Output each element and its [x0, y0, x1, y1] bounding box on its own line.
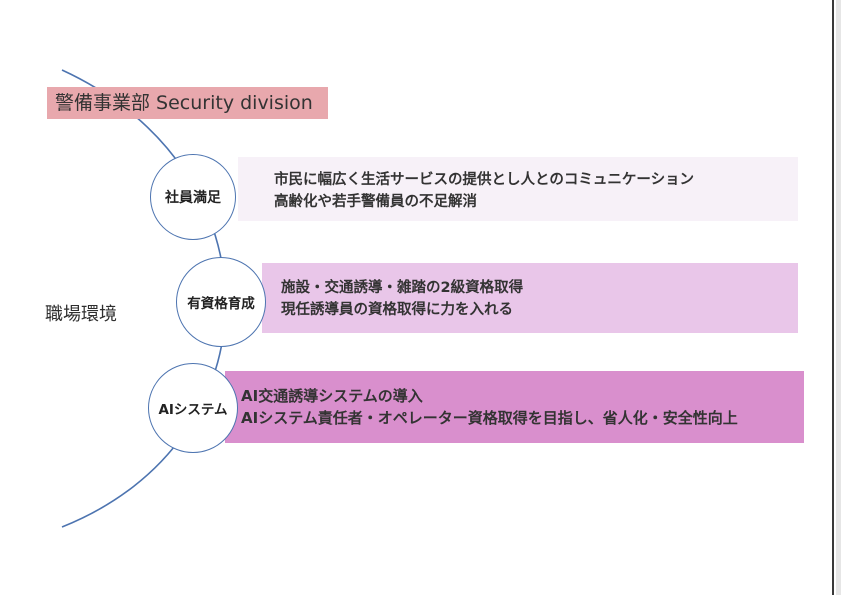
- node-qualification-training: 有資格育成: [176, 257, 266, 347]
- scan-edge-shade: [836, 0, 841, 595]
- item-band-2: 施設・交通誘導・雑踏の2級資格取得 現任誘導員の資格取得に力を入れる: [262, 263, 798, 333]
- side-label: 職場環境: [45, 304, 117, 325]
- scan-edge-line: [832, 0, 834, 595]
- page-title: 警備事業部 Security division: [47, 87, 328, 119]
- item-2-line-2: 現任誘導員の資格取得に力を入れる: [281, 302, 513, 318]
- item-band-1: 市民に幅広く生活サービスの提供とし人とのコミュニケーション 高齢化や若手警備員の…: [238, 157, 798, 221]
- item-3-line-1: AI交通誘導システムの導入: [241, 387, 423, 405]
- node-employee-satisfaction: 社員満足: [150, 154, 236, 240]
- item-1-line-1: 市民に幅広く生活サービスの提供とし人とのコミュニケーション: [274, 172, 695, 188]
- item-band-3: AI交通誘導システムの導入 AIシステム責任者・オペレーター資格取得を目指し、省…: [225, 371, 804, 443]
- item-2-line-1: 施設・交通誘導・雑踏の2級資格取得: [281, 280, 524, 296]
- item-3-line-2: AIシステム責任者・オペレーター資格取得を目指し、省人化・安全性向上: [241, 409, 738, 427]
- node-ai-system: AIシステム: [148, 363, 238, 453]
- item-1-line-2: 高齢化や若手警備員の不足解消: [274, 194, 477, 210]
